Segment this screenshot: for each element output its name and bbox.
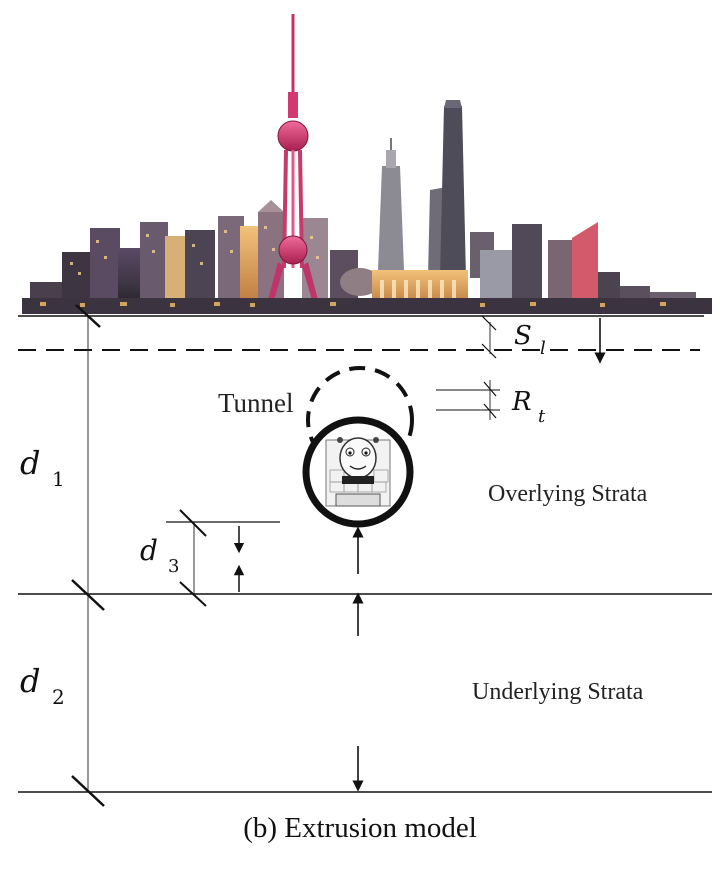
d2-subscript: 2 xyxy=(52,685,65,709)
d1-subscript: 1 xyxy=(52,467,65,491)
rt-subscript: t xyxy=(538,406,546,427)
sl-symbol: S xyxy=(514,321,532,351)
underlying-strata-label: Underlying Strata xyxy=(472,679,644,705)
sl-subscript: l xyxy=(540,338,546,359)
d3-tick-bottom xyxy=(179,581,207,607)
d2-symbol: d xyxy=(20,662,40,700)
d3-subscript: 3 xyxy=(168,556,179,577)
tunnel-label: Tunnel xyxy=(218,388,294,418)
overlying-strata-label: Overlying Strata xyxy=(488,481,648,507)
d1-symbol: d xyxy=(20,444,40,482)
train-face-icon xyxy=(325,437,391,507)
sl-tick-top xyxy=(481,315,497,331)
city-skyline-image xyxy=(22,14,712,314)
sl-tick-bottom xyxy=(481,343,497,359)
tick-top xyxy=(75,304,101,328)
figure-caption: (b) Extrusion model xyxy=(243,812,477,844)
d3-tick-top xyxy=(179,509,207,537)
rt-tick-bottom xyxy=(483,403,497,419)
rt-tick-top xyxy=(483,381,497,397)
rt-symbol: R xyxy=(511,387,532,417)
d3-symbol: d xyxy=(140,534,158,567)
tick-bottom xyxy=(71,775,105,807)
tick-mid xyxy=(71,579,105,611)
